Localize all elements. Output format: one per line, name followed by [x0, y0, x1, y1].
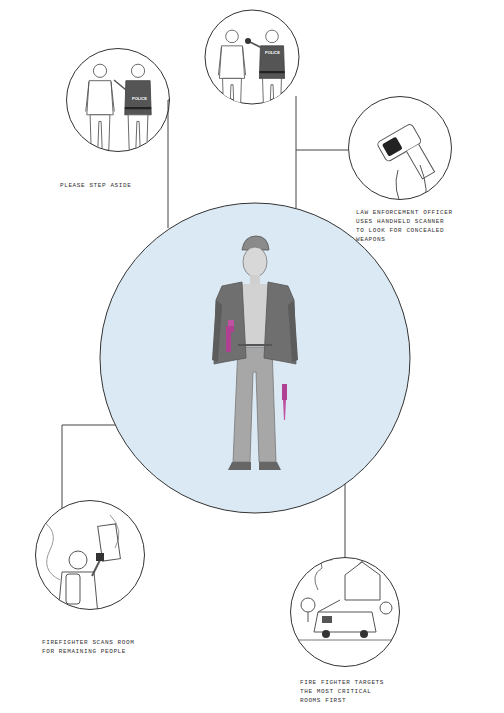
vest-label: POLICE [132, 96, 147, 101]
scene-caption: PLEASE STEP ASIDE [60, 181, 160, 190]
leader-line [62, 425, 115, 508]
circle-shape [349, 97, 452, 200]
scene-caption: LAW ENFORCEMENT OFFICER USES HANDHELD SC… [356, 208, 456, 244]
scene-caption: FIREFIGHTER SCANS ROOM FOR REMAINING PEO… [42, 638, 137, 656]
circle-outline [66, 48, 170, 152]
center-circle [100, 203, 410, 513]
scene-circle: FIRE FIGHTER TARGETS THE MOST CRITICAL R… [290, 557, 400, 667]
step-aside-scene [86, 64, 152, 150]
circle-outline [35, 500, 145, 610]
person-figure [212, 236, 298, 470]
leader-line [296, 96, 348, 208]
circle-shape [291, 558, 400, 667]
concealed-gun [226, 320, 234, 352]
leader-line [168, 100, 170, 228]
fire-truck-scene [295, 551, 395, 640]
scene-circle: PLEASE STEP ASIDE [66, 48, 170, 152]
circle-shape [67, 49, 170, 152]
circle-outline [290, 557, 400, 667]
circle-outline [348, 96, 452, 200]
vest-label: POLICE [265, 50, 280, 55]
scan-scene [218, 30, 284, 112]
scan-circle [205, 10, 299, 104]
scene-caption: FIRE FIGHTER TARGETS THE MOST CRITICAL R… [300, 678, 386, 705]
scene-circle: LAW ENFORCEMENT OFFICER USES HANDHELD SC… [348, 96, 452, 200]
concealed-knife [282, 384, 287, 420]
leader-line [345, 484, 346, 557]
scene-circle: FIREFIGHTER SCANS ROOM FOR REMAINING PEO… [35, 500, 145, 610]
circle-shape [36, 501, 145, 610]
firefighter-scene [40, 515, 120, 615]
